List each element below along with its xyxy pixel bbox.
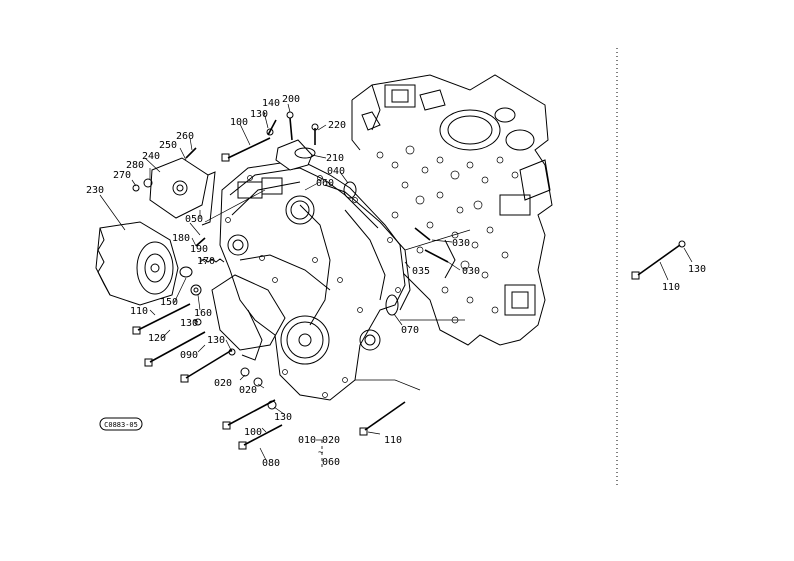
callout-110-low: 110 [384,435,402,446]
callout-200: 200 [282,94,300,105]
callout-080: 080 [262,458,280,469]
callout-220: 220 [328,120,346,131]
o-ring-040 [343,181,357,199]
leader-lines [99,103,461,461]
callout-170: 170 [197,256,215,267]
callout-030-b: 030 [462,266,480,277]
callout-100-top: 100 [230,117,248,128]
callout-035: 035 [412,266,430,277]
callout-130-left: 130 [180,318,198,329]
callout-260: 260 [176,131,194,142]
callout-100-low: 100 [244,427,262,438]
bolts-030 [414,227,449,263]
callout-090: 090 [180,350,198,361]
callout-280: 280 [126,160,144,171]
guide-lines [204,189,471,468]
callout-020-c: 020 [322,435,340,446]
callout-050: 050 [185,214,203,225]
callout-labels: 230 260 250 240 280 270 100 130 140 200 … [86,94,706,469]
callout-270: 270 [113,170,131,181]
callout-140: 140 [262,98,280,109]
bolt-100-top [221,137,271,162]
bolt-220 [311,123,319,145]
callout-250: 250 [159,140,177,151]
cover-bolts [225,175,401,398]
bolt-140-130 [266,119,277,136]
callout-040: 040 [327,166,345,177]
bolt-260 [185,147,197,159]
spring-170-180 [195,237,225,263]
callout-120: 120 [148,333,166,344]
filter-bracket-240-250 [149,157,216,226]
callout-010: 010 [298,435,316,446]
range-tilde: ~ [318,448,324,458]
thermostat-housing-200 [275,111,313,171]
block-bolt-holes [376,145,519,324]
callout-160: 160 [194,308,212,319]
separate-bolt-110 [631,240,693,281]
bolt-280 [143,178,153,188]
callout-190: 190 [190,244,208,255]
callout-230: 230 [86,185,104,196]
stamp-label: C0883-05 [104,421,138,429]
callout-240: 240 [142,151,160,162]
callout-020-a: 020 [214,378,232,389]
reference-stamp: C0883-05 [99,417,143,431]
callout-070: 070 [401,325,419,336]
callout-110-left: 110 [130,306,148,317]
callout-130-top: 130 [250,109,268,120]
callout-110-right: 110 [662,282,680,293]
callout-150: 150 [160,297,178,308]
callout-020-b: 020 [239,385,257,396]
seal-070 [385,294,399,316]
left-bolts [132,303,406,450]
callout-210: 210 [326,153,344,164]
callout-130-low: 130 [274,412,292,423]
callout-060-low: 060 [322,457,340,468]
gear-case [211,159,411,401]
callout-130-mid: 130 [207,335,225,346]
callout-060-top: 060 [316,178,334,189]
callout-030-a: 030 [452,238,470,249]
callout-130-right: 130 [688,264,706,275]
nut-270 [132,184,140,192]
plug-150-160 [179,266,202,296]
engine-block [351,74,553,346]
gasket-210 [294,147,316,159]
callout-180: 180 [172,233,190,244]
oil-filter [95,221,179,306]
